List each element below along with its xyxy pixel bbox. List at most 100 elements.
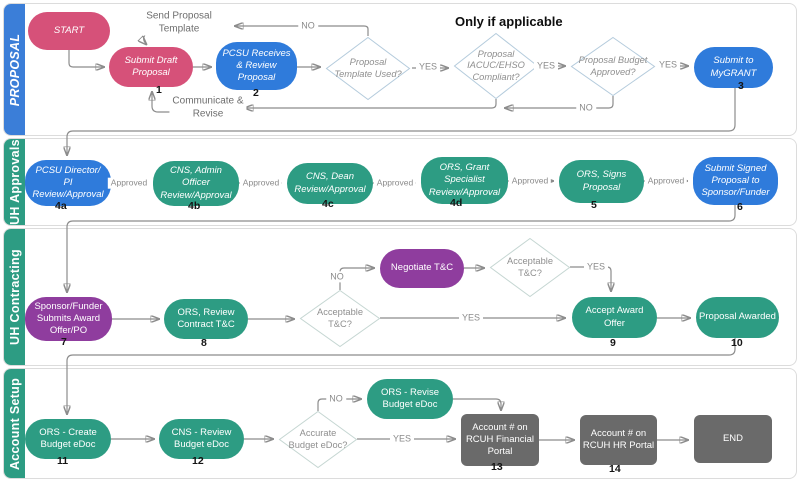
node-ors-signs-proposal: ORS, Signs Proposal (559, 160, 644, 203)
node-submit-signed-proposal: Submit Signed Proposal to Sponsor/Funder (693, 157, 778, 205)
label-yes-budget: YES (655, 59, 681, 71)
step-number-4a: 4a (55, 200, 67, 212)
edge-start-to-submit-draft (68, 50, 105, 67)
diamond-shape (278, 410, 358, 469)
node-start-label: START (53, 24, 85, 36)
label-yes-accurate: YES (389, 433, 415, 445)
lane-uh-approvals-strip: UH Approvals (4, 139, 25, 225)
node-account-rcuh-financial: Account # on RCUH Financial Portal (461, 414, 539, 466)
decision-acceptable2-label: Acceptable T&C? (507, 255, 553, 278)
node-submit-to-mygrant: Submit to MyGRANT (694, 47, 773, 88)
diamond-shape (570, 36, 656, 97)
step-number-6: 6 (737, 201, 743, 213)
node-ors-revise-budget: ORS - Revise Budget eDoc (367, 379, 453, 419)
step-number-4b: 4b (188, 200, 201, 212)
edge-communicate-to-submit-draft (152, 91, 172, 113)
decision-proposal-template-used: Proposal Template Used? (325, 36, 411, 101)
decision-iacuc-label: Proposal IACUC/EHSO Compliant? (467, 48, 525, 82)
node-cns-admin-officer-review: CNS, Admin Officer Review/Approval (153, 161, 239, 206)
node-ors-review-contract: ORS, Review Contract T&C (164, 299, 248, 339)
decision-budget-approved: Proposal Budget Approved? (570, 36, 656, 97)
node-revise-label: ORS - Revise Budget eDoc (380, 386, 440, 410)
lane-account-setup: Account Setup (3, 368, 797, 479)
connectors (67, 26, 736, 440)
node-ors-create-budget: ORS - Create Budget eDoc (25, 419, 111, 459)
node-ors-grant-specialist-review: ORS, Grant Specialist Review/Approval (421, 157, 508, 204)
node-negotiate-label: Negotiate T&C (390, 262, 454, 274)
label-no-template: NO (298, 20, 318, 32)
node-10-label: Proposal Awarded (699, 311, 776, 323)
diamond-shape (453, 32, 539, 100)
decision-template-label: Proposal Template Used? (334, 56, 402, 79)
node-cns-review-budget: CNS - Review Budget eDoc (159, 419, 244, 459)
label-no-accurate: NO (326, 393, 346, 405)
step-number-4d: 4d (450, 197, 463, 209)
node-8-label: ORS, Review Contract T&C (177, 306, 235, 330)
step-number-9: 9 (610, 337, 616, 349)
step-number-10: 10 (731, 337, 743, 349)
label-approved-2: Approved (239, 177, 283, 189)
decision-budget-label: Proposal Budget Approved? (578, 54, 648, 77)
label-no-budget: NO (576, 102, 596, 114)
edge-to-communicate-revise (244, 99, 497, 108)
node-5-label: ORS, Signs Proposal (576, 169, 627, 193)
step-number-3: 3 (738, 80, 744, 92)
edge-10-to-ors-create (67, 338, 736, 415)
step-number-12: 12 (192, 455, 204, 467)
node-pcsu-director-review: PCSU Director/ PI Review/Approval (25, 160, 111, 206)
node-7-label: Sponsor/Funder Submits Award Offer/PO (34, 300, 103, 337)
node-end-label: END (722, 432, 744, 444)
label-approved-4: Approved (508, 175, 552, 187)
node-9-label: Accept Award Offer (585, 305, 644, 329)
node-account-rcuh-hr: Account # on RCUH HR Portal (580, 415, 657, 465)
node-6-label: Submit Signed Proposal to Sponsor/Funder (701, 162, 770, 199)
node-submit-draft-label: Submit Draft Proposal (124, 54, 178, 78)
label-yes-acceptable1: YES (458, 312, 484, 324)
edge-6-to-sponsor (67, 205, 736, 293)
node-end: END (694, 415, 772, 463)
lane-uh-contracting-strip: UH Contracting (4, 229, 25, 365)
node-14-label: Account # on RCUH HR Portal (582, 427, 655, 451)
node-cns-dean-review: CNS, Dean Review/Approval (287, 163, 373, 204)
node-accept-award-offer: Accept Award Offer (572, 297, 657, 338)
node-4a-label: PCSU Director/ PI Review/Approval (32, 164, 104, 201)
node-12-label: CNS - Review Budget eDoc (171, 426, 232, 450)
node-11-label: ORS - Create Budget eDoc (39, 426, 97, 450)
decision-iacuc-ehso-compliant: Proposal IACUC/EHSO Compliant? (453, 32, 539, 100)
node-pcsu-receives-label: PCSU Receives & Review Proposal (222, 47, 291, 84)
label-approved-5: Approved (644, 175, 688, 187)
lane-account-setup-strip: Account Setup (4, 369, 25, 478)
lane-proposal-strip: PROPOSAL (4, 4, 25, 135)
label-yes-template: YES (415, 61, 441, 73)
label-yes-acceptable2: YES (583, 261, 609, 273)
lane-uh-contracting: UH Contracting (3, 228, 797, 366)
edge-budget-no-back (504, 96, 614, 108)
node-proposal-awarded: Proposal Awarded (696, 297, 779, 338)
lane-proposal: PROPOSAL (3, 3, 797, 136)
diamond-shape (299, 289, 381, 348)
edge-mygrant-to-pcsu-director (67, 88, 736, 156)
node-negotiate-tc: Negotiate T&C (380, 249, 464, 288)
node-mygrant-label: Submit to MyGRANT (710, 55, 757, 79)
edge-accurate-no-to-revise (317, 399, 362, 411)
node-pcsu-receives: PCSU Receives & Review Proposal (216, 42, 297, 90)
step-number-14: 14 (609, 463, 621, 475)
node-start: START (28, 12, 110, 50)
step-number-2: 2 (253, 87, 259, 99)
label-yes-iacuc: YES (533, 60, 559, 72)
decision-accurate-budget-edoc: Accurate Budget eDoc? (278, 410, 358, 469)
diamond-shape (325, 36, 411, 101)
only-if-applicable-note: Only if applicable (455, 14, 563, 29)
edge-template-no-to-send-template (234, 26, 369, 36)
step-number-4c: 4c (322, 198, 334, 210)
diamond-shape (489, 237, 571, 298)
decision-acceptable-tc-1: Acceptable T&C? (299, 289, 381, 348)
node-4c-label: CNS, Dean Review/Approval (294, 171, 366, 195)
lane-uh-approvals: UH Approvals (3, 138, 797, 226)
label-no-acceptable1: NO (327, 271, 347, 283)
node-submit-draft-proposal: Submit Draft Proposal (109, 47, 193, 87)
decision-acceptable-tc-2: Acceptable T&C? (489, 237, 571, 298)
label-communicate-revise: Communicate & Revise (169, 95, 247, 121)
